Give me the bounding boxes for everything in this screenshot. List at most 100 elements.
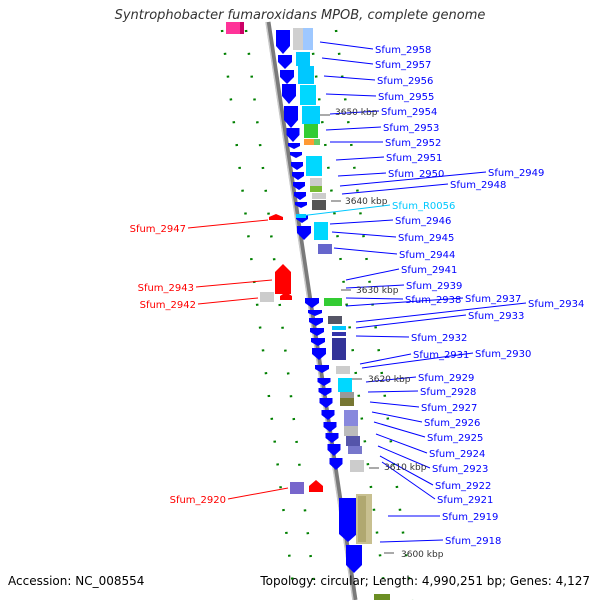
gene-label-sfum-2929[interactable]: Sfum_2929 <box>418 373 474 384</box>
gene-arrow <box>308 310 322 316</box>
gene-arrow <box>282 84 296 104</box>
gene-arrow <box>286 128 300 142</box>
gene-label-sfum-2926[interactable]: Sfum_2926 <box>424 418 480 429</box>
gene-label-sfum-2934[interactable]: Sfum_2934 <box>528 299 584 310</box>
gene-label-sfum-2918[interactable]: Sfum_2918 <box>445 536 501 547</box>
label-leader-line <box>345 268 400 281</box>
gene-label-sfum-2920[interactable]: Sfum_2920 <box>170 495 226 506</box>
gene-box <box>318 244 332 254</box>
gene-label-sfum-2937[interactable]: Sfum_2937 <box>465 294 521 305</box>
gene-label-sfum-2932[interactable]: Sfum_2932 <box>411 333 467 344</box>
gene-box <box>344 426 358 436</box>
label-leader-line <box>379 539 444 543</box>
gene-arrow <box>309 318 323 326</box>
gene-label-sfum-2956[interactable]: Sfum_2956 <box>377 76 433 87</box>
gene-label-sfum-2939[interactable]: Sfum_2939 <box>406 281 462 292</box>
gene-label-sfum-2949[interactable]: Sfum_2949 <box>488 168 544 179</box>
gene-label-sfum-2946[interactable]: Sfum_2946 <box>395 216 451 227</box>
gene-box <box>290 482 304 494</box>
gene-box <box>358 496 366 542</box>
gene-box <box>340 392 354 398</box>
label-leader-line <box>227 487 289 500</box>
gene-label-sfum-2928[interactable]: Sfum_2928 <box>420 387 476 398</box>
gene-label-sfum-2922[interactable]: Sfum_2922 <box>435 481 491 492</box>
gene-box <box>350 460 364 472</box>
gene-label-sfum-2933[interactable]: Sfum_2933 <box>468 311 524 322</box>
gene-arrow <box>288 143 300 149</box>
gene-arrow <box>275 264 291 294</box>
kbp-tick-label: 3610 kbp <box>384 463 427 473</box>
gene-box <box>328 316 342 324</box>
gene-label-sfum-2957[interactable]: Sfum_2957 <box>375 60 431 71</box>
kbp-tick-label: 3620 kbp <box>368 375 411 385</box>
gene-box <box>344 410 358 426</box>
gene-label-sfum-2951[interactable]: Sfum_2951 <box>386 153 442 164</box>
label-leader-line <box>373 421 426 438</box>
label-leader-line <box>323 75 376 81</box>
label-leader-line <box>355 314 467 329</box>
label-leaders <box>187 41 527 543</box>
gene-arrow <box>329 458 343 470</box>
gene-arrow <box>318 388 332 396</box>
label-leader-line <box>365 376 417 383</box>
gene-label-sfum-2924[interactable]: Sfum_2924 <box>429 449 485 460</box>
gene-arrow <box>312 348 326 360</box>
gene-label-sfum-2941[interactable]: Sfum_2941 <box>401 265 457 276</box>
gene-box <box>340 398 354 406</box>
gene-arrow <box>317 378 331 386</box>
label-leader-line <box>371 411 423 423</box>
label-leader-line <box>339 171 487 187</box>
label-leader-line <box>337 172 387 177</box>
gene-label-sfum-2950[interactable]: Sfum_2950 <box>388 169 444 180</box>
gene-label-sfum-2923[interactable]: Sfum_2923 <box>432 464 488 475</box>
gene-box <box>346 436 360 446</box>
gene-arrow <box>323 422 337 432</box>
gene-label-sfum-2947[interactable]: Sfum_2947 <box>130 224 186 235</box>
gene-label-sfum-2943[interactable]: Sfum_2943 <box>138 283 194 294</box>
gene-label-sfum-2945[interactable]: Sfum_2945 <box>398 233 454 244</box>
label-leader-line <box>333 247 398 255</box>
gene-label-sfum-2944[interactable]: Sfum_2944 <box>399 250 455 261</box>
label-leader-line <box>325 126 382 131</box>
gene-arrow <box>280 292 292 300</box>
gene-label-sfum-2942[interactable]: Sfum_2942 <box>140 300 196 311</box>
gene-label-sfum-2919[interactable]: Sfum_2919 <box>442 512 498 523</box>
gene-box <box>310 178 322 186</box>
kbp-tick-label: 3630 kbp <box>356 286 399 296</box>
gene-label-sfum-2955[interactable]: Sfum_2955 <box>378 92 434 103</box>
gene-arrow <box>280 70 294 84</box>
label-leader-line <box>329 110 380 115</box>
gene-label-sfum-2921[interactable]: Sfum_2921 <box>437 495 493 506</box>
label-leader-line <box>355 302 527 323</box>
gene-arrow <box>290 152 302 158</box>
gene-arrow <box>297 226 311 240</box>
gene-label-sfum-r0056[interactable]: Sfum_R0056 <box>392 201 455 212</box>
gene-label-sfum-2925[interactable]: Sfum_2925 <box>427 433 483 444</box>
accession-text: Accession: NC_008554 <box>8 574 145 588</box>
gene-label-sfum-2930[interactable]: Sfum_2930 <box>475 349 531 360</box>
gene-features <box>260 28 390 600</box>
gene-box <box>298 66 314 84</box>
gene-label-sfum-2958[interactable]: Sfum_2958 <box>375 45 431 56</box>
gene-box <box>348 446 362 454</box>
label-leader-line <box>361 352 474 369</box>
gene-box <box>324 298 342 306</box>
label-leader-line <box>381 461 436 500</box>
genome-summary-text: Topology: circular; Length: 4,990,251 bp… <box>260 574 590 588</box>
gene-box <box>336 366 350 374</box>
gene-label-sfum-2927[interactable]: Sfum_2927 <box>421 403 477 414</box>
gene-label-sfum-2952[interactable]: Sfum_2952 <box>385 138 441 149</box>
label-leader-line <box>379 455 434 486</box>
gene-arrow <box>269 214 283 220</box>
gene-label-sfum-2938[interactable]: Sfum_2938 <box>405 295 461 306</box>
gene-label-sfum-2948[interactable]: Sfum_2948 <box>450 180 506 191</box>
gene-label-sfum-2954[interactable]: Sfum_2954 <box>381 107 437 118</box>
gene-label-sfum-2953[interactable]: Sfum_2953 <box>383 123 439 134</box>
gene-box <box>314 222 328 240</box>
label-leader-line <box>197 297 259 305</box>
gene-arrow <box>315 365 329 373</box>
gene-label-sfum-2931[interactable]: Sfum_2931 <box>413 350 469 361</box>
label-leader-line <box>299 204 391 217</box>
label-leader-line <box>319 41 374 50</box>
